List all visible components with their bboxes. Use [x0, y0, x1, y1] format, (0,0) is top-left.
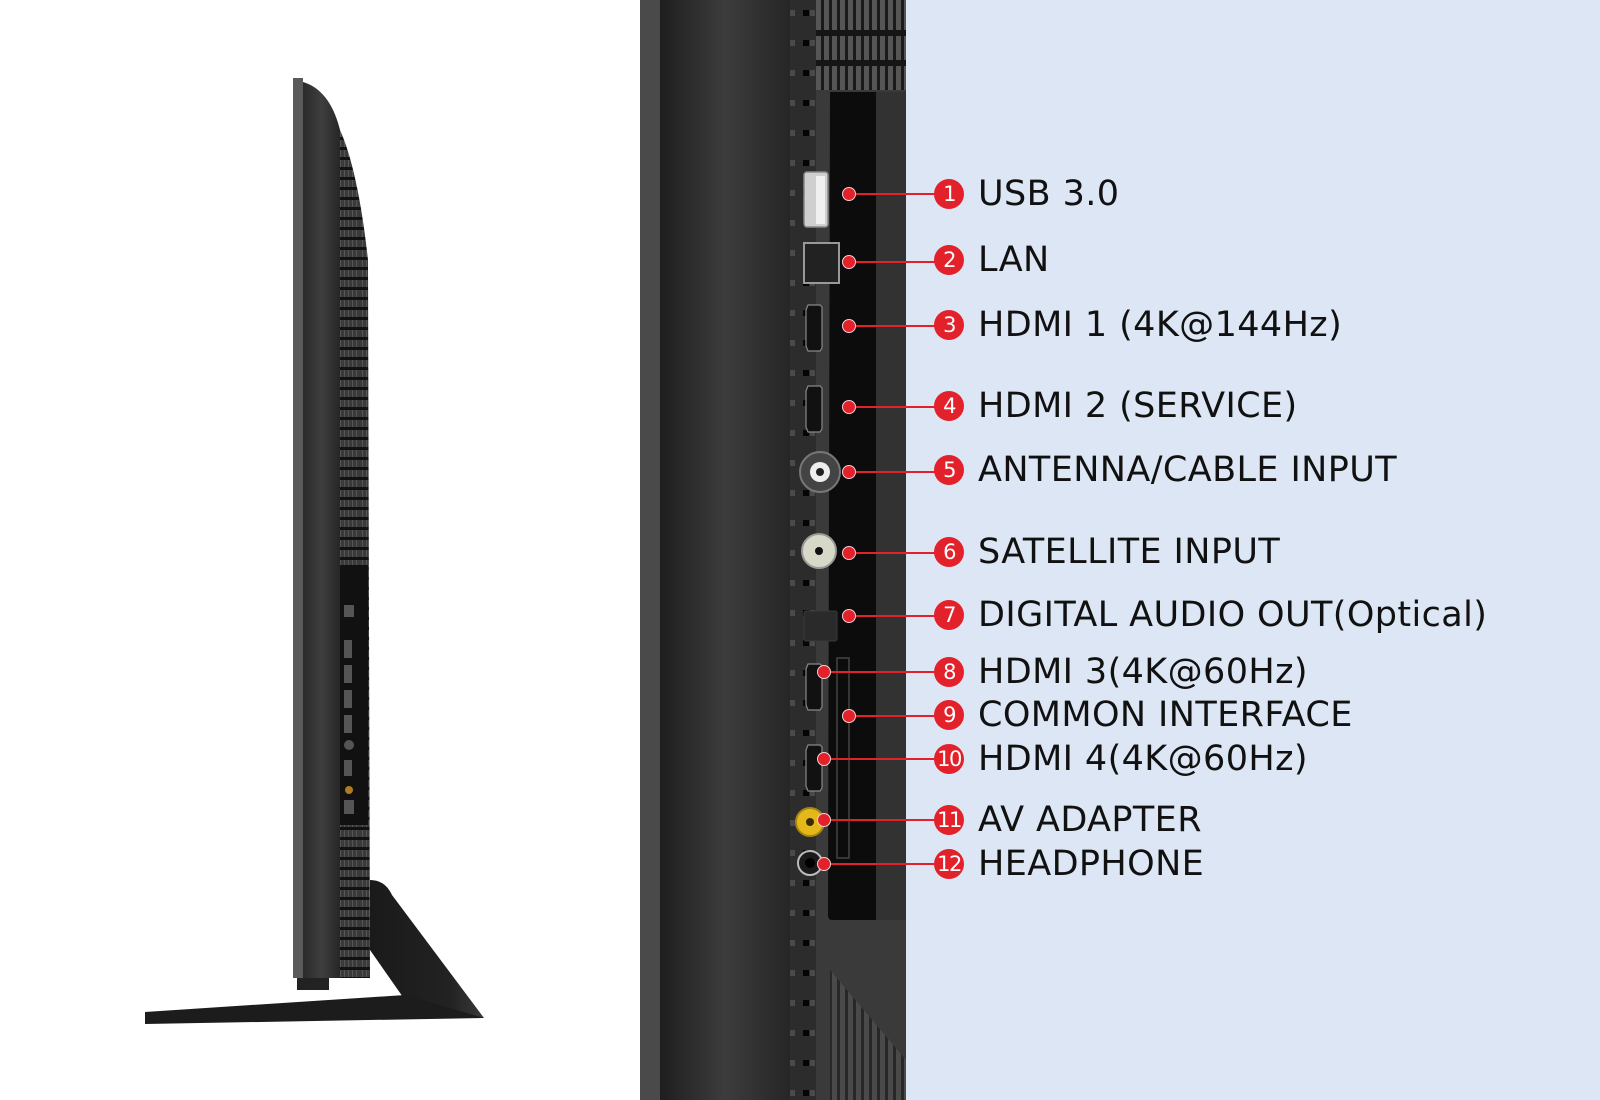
leader-line-4 [849, 406, 941, 408]
optical-port-icon [803, 610, 838, 642]
leader-line-3 [849, 325, 941, 327]
hdmi-port-icon [805, 304, 823, 352]
number-badge: 5 [934, 455, 964, 485]
leader-line-11 [824, 819, 941, 821]
port-label: COMMON INTERFACE [978, 695, 1353, 735]
hdmi-port-icon [805, 385, 823, 433]
port-marker-11 [817, 813, 831, 827]
leader-line-12 [824, 863, 941, 865]
port-label: SATELLITE INPUT [978, 532, 1281, 572]
ethernet-port-icon [803, 242, 840, 284]
port-label: HDMI 4(4K@60Hz) [978, 739, 1308, 779]
leader-line-8 [824, 671, 941, 673]
port-marker-9 [842, 709, 856, 723]
number-badge: 10 [934, 744, 964, 774]
number-badge: 2 [934, 245, 964, 275]
tv-side-profile [0, 0, 640, 1100]
number-badge: 9 [934, 700, 964, 730]
callout-labels: 1 USB 3.0 2 LAN 3 HDMI 1 (4K@144Hz) 4 HD… [640, 0, 1600, 1100]
port-label: HEADPHONE [978, 844, 1205, 884]
number-badge: 12 [934, 849, 964, 879]
leader-line-6 [849, 552, 941, 554]
port-label: USB 3.0 [978, 174, 1120, 214]
port-marker-12 [817, 857, 831, 871]
port-label: AV ADAPTER [978, 800, 1202, 840]
leader-line-1 [849, 193, 941, 195]
port-label: HDMI 1 (4K@144Hz) [978, 305, 1343, 345]
port-marker-5 [842, 465, 856, 479]
tv-side-view-illustration [145, 78, 484, 1024]
port-marker-1 [842, 187, 856, 201]
leader-line-7 [849, 615, 941, 617]
number-badge: 8 [934, 657, 964, 687]
number-badge: 11 [934, 805, 964, 835]
port-marker-2 [842, 255, 856, 269]
number-badge: 4 [934, 391, 964, 421]
port-marker-3 [842, 319, 856, 333]
rear-panel-closeup [640, 0, 906, 1100]
port-label: ANTENNA/CABLE INPUT [978, 450, 1398, 490]
number-badge: 7 [934, 600, 964, 630]
leader-line-9 [849, 715, 941, 717]
number-badge: 1 [934, 179, 964, 209]
port-label: LAN [978, 240, 1050, 280]
port-marker-4 [842, 400, 856, 414]
leader-line-10 [824, 758, 941, 760]
port-label: HDMI 2 (SERVICE) [978, 386, 1298, 426]
port-marker-6 [842, 546, 856, 560]
leader-line-2 [849, 261, 941, 263]
port-label: DIGITAL AUDIO OUT(Optical) [978, 595, 1488, 635]
port-marker-10 [817, 752, 831, 766]
leader-line-5 [849, 471, 941, 473]
port-marker-7 [842, 609, 856, 623]
port-marker-8 [817, 665, 831, 679]
port-callout-panel: 1 USB 3.0 2 LAN 3 HDMI 1 (4K@144Hz) 4 HD… [640, 0, 1600, 1100]
port-label: HDMI 3(4K@60Hz) [978, 652, 1308, 692]
number-badge: 6 [934, 537, 964, 567]
number-badge: 3 [934, 310, 964, 340]
